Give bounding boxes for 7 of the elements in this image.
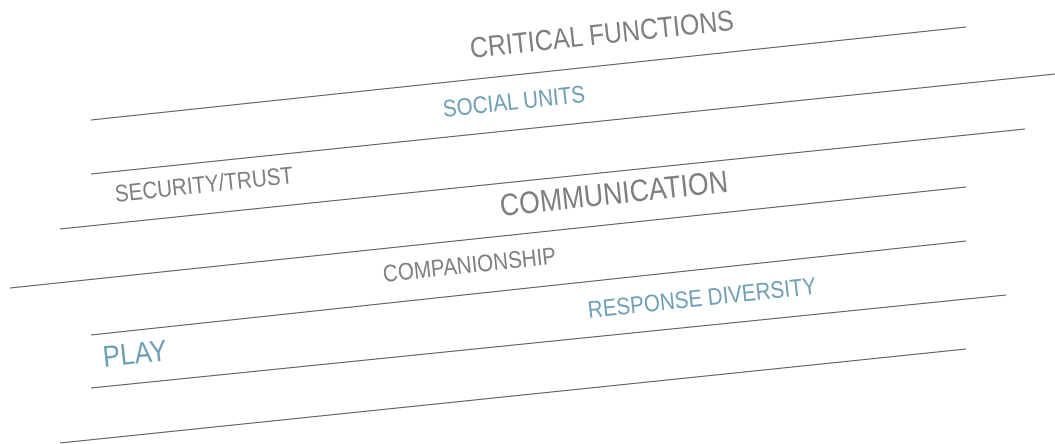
line-label: CRITICAL FUNCTIONS (468, 5, 736, 63)
line-label: SECURITY/TRUST (113, 163, 295, 206)
line-label: COMPANIONSHIP (381, 243, 558, 286)
line-label: RESPONSE DIVERSITY (586, 273, 818, 322)
line-label: SOCIAL UNITS (441, 81, 587, 121)
line-label: PLAY (101, 335, 169, 372)
line-label: COMMUNICATION (498, 165, 730, 221)
